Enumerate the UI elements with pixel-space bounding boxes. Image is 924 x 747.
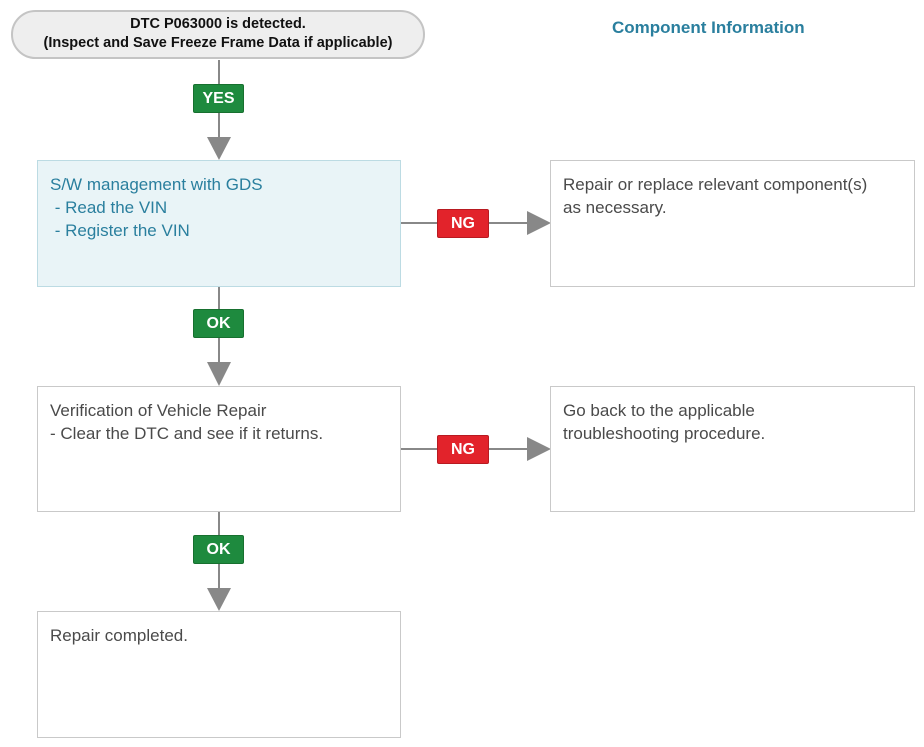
ng-badge-1: NG	[437, 209, 489, 238]
step-line: - Clear the DTC and see if it returns.	[50, 424, 324, 443]
step-line: - Register the VIN	[50, 221, 190, 240]
start-line-2: (Inspect and Save Freeze Frame Data if a…	[43, 35, 393, 51]
component-information-link[interactable]: Component Information	[612, 18, 805, 37]
step-line: Go back to the applicable	[563, 401, 755, 420]
arrowhead-right-1	[527, 211, 551, 235]
ng-badge-2: NG	[437, 435, 489, 464]
step-line: Verification of Vehicle Repair	[50, 401, 267, 420]
step-verification: Verification of Vehicle Repair - Clear t…	[37, 386, 401, 512]
arrowhead-down-2	[207, 362, 231, 386]
step-repair-replace: Repair or replace relevant component(s) …	[550, 160, 915, 287]
arrowhead-down-3	[207, 588, 231, 611]
ok-badge-1: OK	[193, 309, 244, 338]
arrowhead-down-1	[207, 137, 231, 160]
step-line: troubleshooting procedure.	[563, 424, 766, 443]
start-line-1: DTC P063000 is detected.	[130, 16, 306, 32]
start-node: DTC P063000 is detected. (Inspect and Sa…	[11, 10, 425, 59]
step-go-back: Go back to the applicable troubleshootin…	[550, 386, 915, 512]
yes-badge: YES	[193, 84, 244, 113]
step-line: Repair completed.	[50, 626, 188, 645]
ok-badge-2: OK	[193, 535, 244, 564]
arrowhead-right-2	[527, 437, 551, 461]
step-line: S/W management with GDS	[50, 175, 263, 194]
step-repair-completed: Repair completed.	[37, 611, 401, 738]
step-sw-management: S/W management with GDS - Read the VIN -…	[37, 160, 401, 287]
step-line: Repair or replace relevant component(s)	[563, 175, 868, 194]
step-line: - Read the VIN	[50, 198, 168, 217]
step-line: as necessary.	[563, 198, 667, 217]
